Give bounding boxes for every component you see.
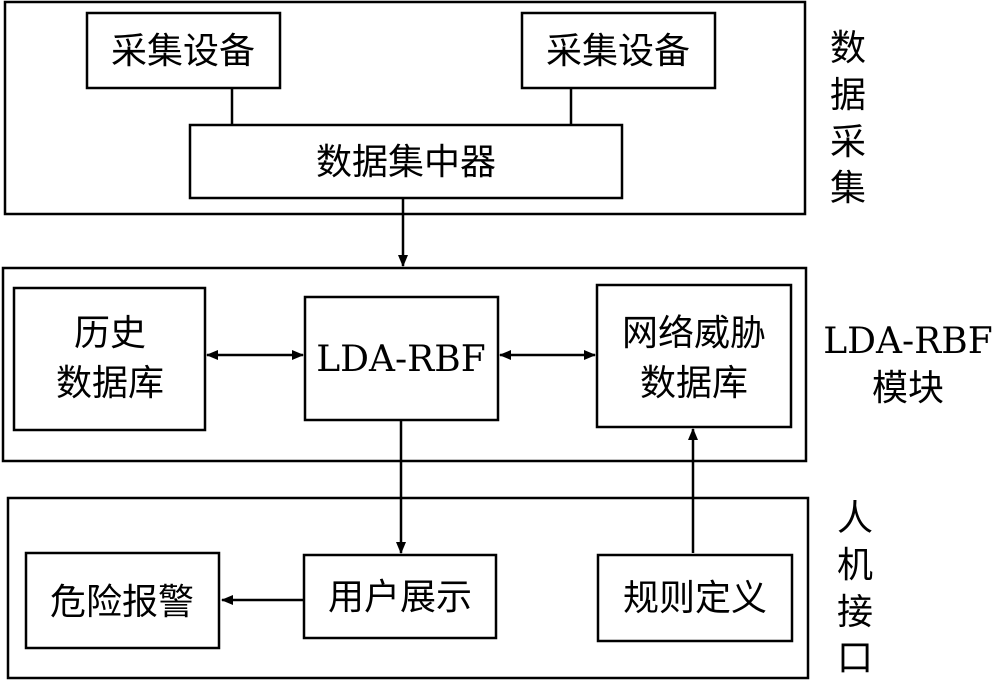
data-concentrator-label: 数据集中器 [316,142,496,183]
rule-definition-label: 规则定义 [623,578,767,619]
threat-database-label-line: 数据库 [640,363,748,404]
collection-device-left-label: 采集设备 [111,31,255,72]
lda-rbf-module-label: LDA-RBF 模块 [823,321,992,409]
danger-alarm-box [24,551,221,650]
data-concentrator-box [188,123,624,200]
lda-rbf-module-label-line: 模块 [872,368,944,409]
collection-device-left-box [85,11,282,90]
data-collection-label: 数 据 采 集 [830,28,866,209]
history-database-box [12,286,207,432]
hci-label-line: 机 [837,545,873,586]
hci-label-line: 接 [837,592,873,633]
history-database-label-line: 数据库 [56,363,164,404]
collection-device-right-box [520,11,717,90]
hci-label-line: 口 [837,638,873,679]
lda-rbf-module-section [1,266,808,463]
hci-label: 人 机 接 口 [837,498,873,679]
data-collection-label-line: 据 [830,75,866,116]
collection-device-right-label: 采集设备 [546,31,690,72]
data-collection-label-line: 数 [830,28,866,69]
rule-definition-box [596,553,794,643]
hci-label-line: 人 [837,498,873,539]
threat-database-box [595,283,793,429]
danger-alarm-label: 危险报警 [50,582,194,623]
data-collection-label-line: 采 [830,122,866,163]
lda-rbf-label: LDA-RBF [316,339,485,380]
data-collection-section [3,0,807,216]
lda-rbf-module-label-line: LDA-RBF [823,321,992,362]
user-display-box [302,553,498,640]
hci-section [6,496,810,680]
data-collection-label-line: 集 [830,168,866,209]
threat-database-label-line: 网络威胁 [622,313,766,354]
history-database-label-line: 历史 [74,313,146,354]
user-display-label: 用户展示 [328,577,472,618]
lda-rbf-box [303,295,500,422]
